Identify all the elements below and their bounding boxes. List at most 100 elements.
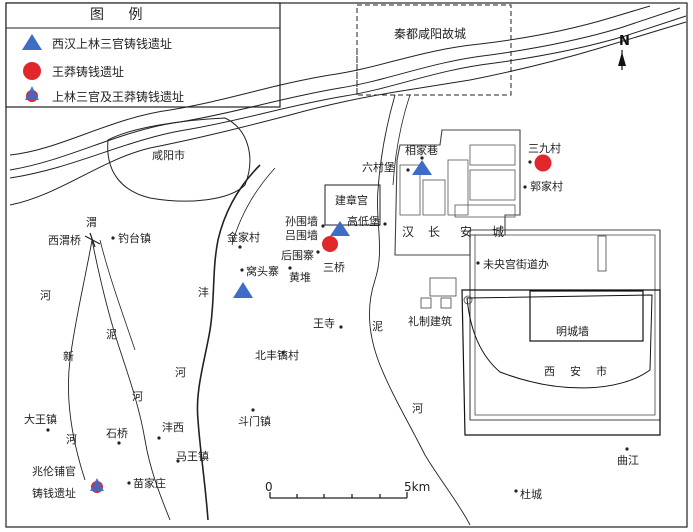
river-ni-he: 河 bbox=[132, 390, 143, 403]
river-feng: 沣 bbox=[198, 286, 209, 299]
place-liucunbao: 六村堡 bbox=[362, 161, 395, 174]
dot-gaodibao bbox=[383, 222, 387, 226]
area-xian-2: 安 bbox=[570, 365, 581, 378]
place-mawangzhen: 马王镇 bbox=[176, 450, 209, 463]
legend-title: 图 例 bbox=[90, 7, 153, 23]
ni-river bbox=[91, 239, 171, 521]
han-changan-wall bbox=[394, 129, 521, 256]
jianzhang-palace-box bbox=[324, 184, 381, 226]
dot-shiqiao bbox=[117, 441, 121, 445]
site-circle-sanqiao bbox=[322, 236, 338, 252]
dot-huangdui bbox=[288, 266, 292, 270]
area-han-4: 城 bbox=[492, 225, 505, 239]
north-arrow-icon bbox=[618, 52, 626, 66]
feng-river-bank bbox=[231, 167, 276, 246]
place-doumenzhen: 斗门镇 bbox=[238, 415, 271, 428]
zao-river bbox=[369, 94, 471, 526]
site-triangle-xiangjiaxiang bbox=[412, 160, 432, 175]
place-ducheng: 杜城 bbox=[520, 488, 542, 501]
river-feng-he: 河 bbox=[175, 366, 186, 379]
river-ni: 泥 bbox=[106, 328, 117, 341]
dot-guojiacun bbox=[523, 185, 527, 189]
ring-road-inner bbox=[474, 234, 656, 416]
legend-item-circle: 王莽铸钱遗址 bbox=[52, 65, 125, 79]
lizhi-building-2 bbox=[420, 297, 432, 309]
legend-triangle-icon bbox=[22, 34, 42, 50]
place-doutouzhai: 窝头寨 bbox=[246, 265, 279, 278]
area-xian-3: 市 bbox=[596, 365, 607, 378]
dot-diaotaizhen bbox=[111, 236, 115, 240]
place-jinjiacun: 金家村 bbox=[227, 231, 260, 244]
site-circle-sanjiucun bbox=[534, 154, 552, 172]
scale-start-label: 0 bbox=[265, 480, 273, 494]
river-xin-he: 河 bbox=[66, 433, 77, 446]
legend-item-triangle: 西汉上林三官铸钱遗址 bbox=[52, 37, 173, 51]
legend-combo-triangle-icon bbox=[25, 86, 39, 100]
han-block-5 bbox=[469, 169, 516, 201]
north-label: N bbox=[619, 34, 630, 49]
han-block-2 bbox=[422, 179, 446, 216]
place-houweizhai: 后围寨 bbox=[281, 249, 314, 262]
dot-miaojiazhuang bbox=[127, 481, 131, 485]
dot-dawangzhen bbox=[46, 428, 50, 432]
place-weiyanggong: 未央宫街道办 bbox=[483, 258, 549, 271]
dot-fengxi bbox=[157, 436, 161, 440]
place-diaotaizhen: 钓台镇 bbox=[118, 232, 151, 245]
han-block-3 bbox=[447, 159, 469, 216]
lizhi-building-4 bbox=[463, 295, 473, 305]
dot-xiangjiaxiang bbox=[420, 156, 424, 160]
place-shiqiao: 石桥 bbox=[106, 427, 128, 440]
area-mingcheng: 明城墙 bbox=[556, 325, 589, 338]
rail-line bbox=[597, 235, 607, 272]
qindu-boundary bbox=[356, 4, 512, 96]
dot-beifenggaocun bbox=[281, 351, 285, 355]
site-triangle-doutouzhai bbox=[233, 282, 253, 298]
area-qindu: 秦都咸阳故城 bbox=[394, 27, 467, 41]
wei-river-channel-1 bbox=[9, 7, 681, 171]
area-han-1: 汉 bbox=[402, 225, 415, 239]
site-triangle-jianzhang bbox=[330, 221, 350, 236]
place-huangdui: 黄堆 bbox=[289, 271, 311, 284]
han-block-1 bbox=[399, 164, 421, 216]
lizhi-building-3 bbox=[440, 297, 452, 309]
legend-item-combo: 上林三官及王莽铸钱遗址 bbox=[52, 90, 185, 104]
han-block-6 bbox=[454, 204, 516, 218]
place-gaodibao: 高低堡 bbox=[347, 215, 380, 228]
dot-sunjiawan bbox=[321, 224, 325, 228]
place-xiangjiaxiang: 相家巷 bbox=[405, 144, 438, 157]
place-sanjiucun: 三九村 bbox=[528, 142, 561, 155]
legend-box bbox=[5, 2, 281, 108]
wei-river-channel-2 bbox=[9, 15, 687, 179]
place-lvjiawei: 吕围墙 bbox=[285, 229, 318, 242]
place-miaojiazhuang: 苗家庄 bbox=[133, 477, 166, 490]
feng-river bbox=[196, 164, 261, 521]
dot-weiyanggong bbox=[476, 261, 480, 265]
dot-ducheng bbox=[514, 489, 518, 493]
river-zao: 泥 bbox=[372, 320, 383, 333]
xinhe-river bbox=[67, 239, 93, 481]
place-xixiqiao: 西渭桥 bbox=[48, 234, 81, 247]
xianyang-city-outline bbox=[107, 117, 251, 202]
scale-end-label: 5km bbox=[404, 480, 431, 494]
village-dots bbox=[46, 156, 629, 493]
dot-jinjiacun bbox=[238, 245, 242, 249]
wei-river-north-bank bbox=[9, 5, 651, 156]
dot-mawangzhen bbox=[176, 459, 180, 463]
xian-city-outline bbox=[461, 289, 661, 436]
area-han-2: 长 bbox=[428, 225, 441, 239]
place-sunjiawan: 孙围墙 bbox=[285, 215, 318, 228]
dot-doutouzhai bbox=[240, 268, 244, 272]
han-block-4 bbox=[469, 144, 516, 166]
xian-ring bbox=[466, 294, 653, 389]
dot-qujiang bbox=[625, 447, 629, 451]
area-xian-1: 西 bbox=[544, 365, 555, 378]
map-border bbox=[5, 2, 688, 528]
wei-river-south-bank bbox=[9, 21, 687, 206]
place-wangsi: 王寺 bbox=[313, 317, 335, 330]
area-han-3: 安 bbox=[460, 225, 473, 239]
site-combo-triangle-zhaolun bbox=[90, 478, 104, 491]
dot-sanjiucun bbox=[528, 160, 532, 164]
scale-bar bbox=[269, 492, 408, 499]
